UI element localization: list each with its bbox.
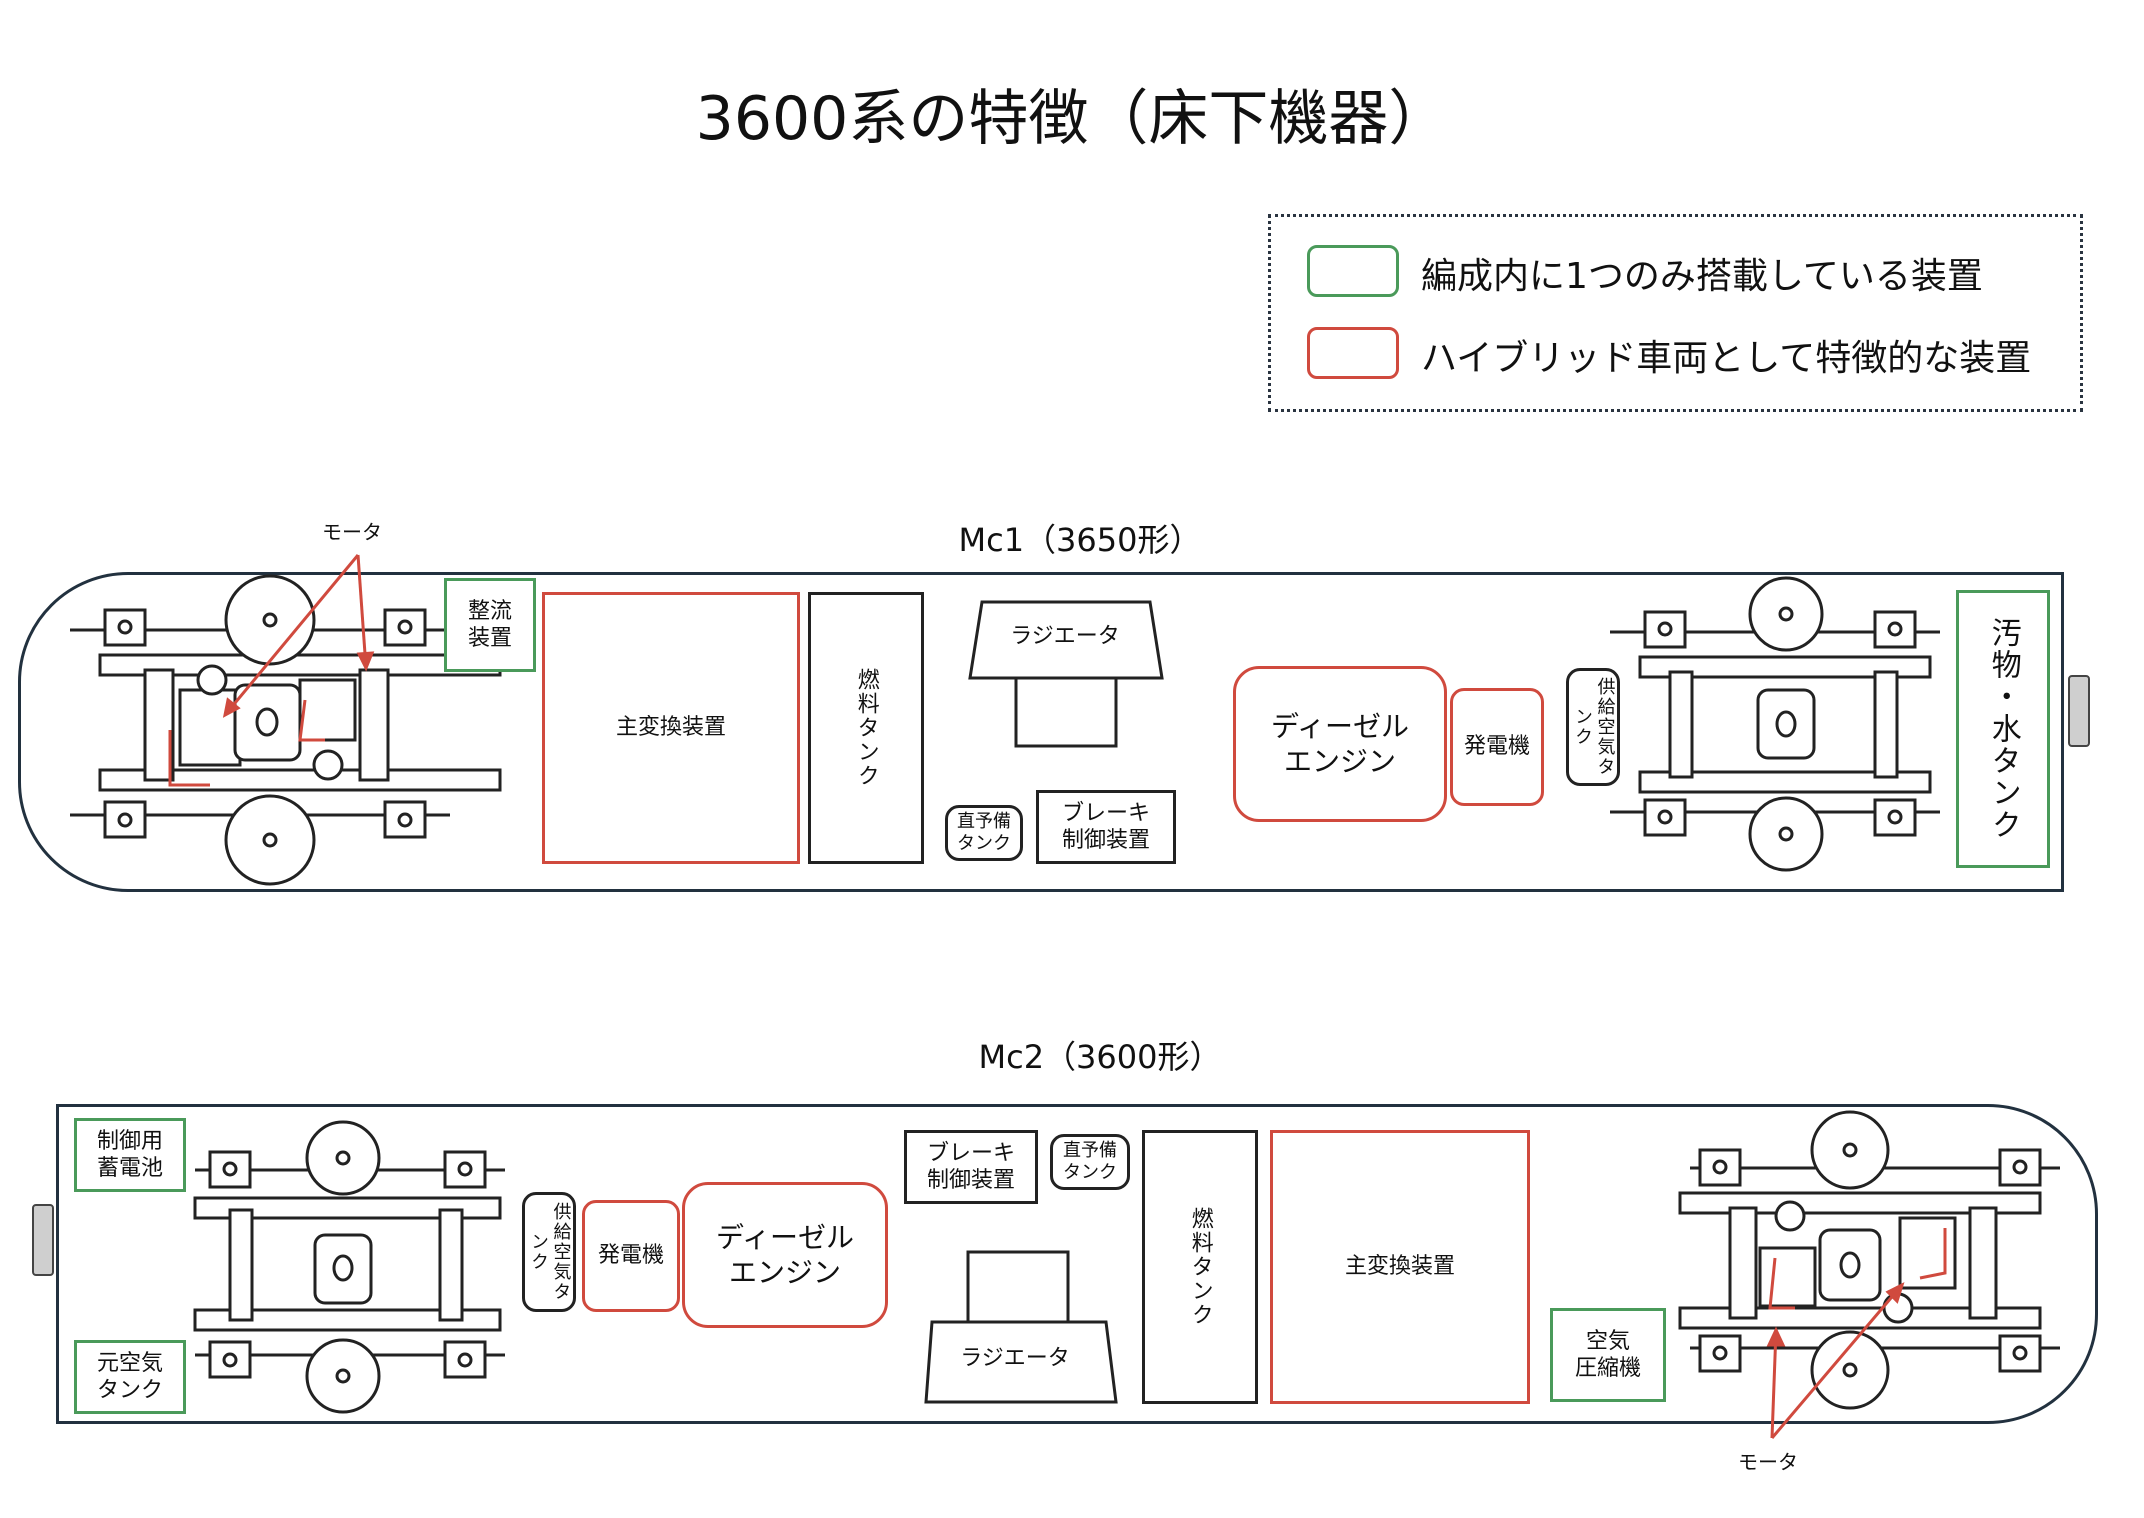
engine-label-line2: エンジン [1283, 745, 1396, 778]
generator-mc2: 発電機 [582, 1200, 680, 1312]
supply-air-tank-mc2: 供給空気タンク [522, 1192, 576, 1312]
supply-air-label: 供給空気タンク [1572, 677, 1616, 777]
legend-label-green: 編成内に1つのみ搭載している装置 [1421, 256, 1983, 297]
rectifier-mc1: 整流装置 [444, 578, 536, 672]
bogie-mc1-right [1610, 576, 1940, 872]
mainair-label-line2: タンク [96, 1378, 163, 1403]
motor-label-mc2: モータ [1738, 1450, 1798, 1474]
direct-label-line2: タンク [957, 833, 1011, 854]
car-label-mc1: Mc1（3650形） [958, 521, 1202, 559]
fuel-tank-label-mc2: 燃料タンク [1187, 1207, 1213, 1327]
brake-label-line1: ブレーキ [1061, 800, 1150, 826]
compressor-label-line2: 圧縮機 [1574, 1356, 1641, 1381]
air-compressor-mc2: 空気圧縮機 [1550, 1308, 1666, 1402]
radiator-label-mc1: ラジエータ [1010, 624, 1120, 649]
legend: 編成内に1つのみ搭載している装置 ハイブリッド車両として特徴的な装置 [1268, 214, 2083, 412]
direct-reserve-tank-mc2: 直予備タンク [1050, 1134, 1130, 1190]
battery-label-line1: 制御用 [96, 1128, 163, 1154]
brake-label-line2: 制御装置 [1061, 828, 1150, 853]
car-label-mc2: Mc2（3600形） [978, 1038, 1222, 1076]
fuel-tank-mc2: 燃料タンク [1142, 1130, 1258, 1404]
page-title: 3600系の特徴（床下機器） [695, 84, 1449, 154]
diesel-engine-mc1: ディーゼルエンジン [1233, 666, 1447, 822]
direct-reserve-tank-mc1: 直予備タンク [945, 805, 1023, 861]
radiator-mc2 [924, 1250, 1118, 1404]
main-converter-mc1: 主変換装置 [542, 592, 800, 864]
mainair-label-line1: 元空気 [96, 1350, 163, 1376]
engine2-label-line2: エンジン [728, 1256, 841, 1289]
coupler-mc1 [2068, 675, 2090, 747]
rectifier-label-line1: 整流 [467, 598, 512, 624]
engine-label-line1: ディーゼル [1270, 710, 1410, 743]
main-converter-mc2: 主変換装置 [1270, 1130, 1530, 1404]
brake2-label-line2: 制御装置 [926, 1168, 1015, 1193]
bogie-mc1-left [70, 574, 502, 886]
legend-swatch-red [1307, 327, 1399, 379]
brake2-label-line1: ブレーキ [926, 1140, 1015, 1166]
diesel-engine-mc2: ディーゼルエンジン [682, 1182, 888, 1328]
waste-water-label: 汚物・水タンク [1985, 617, 2021, 841]
direct-label-line1: 直予備 [957, 810, 1011, 832]
legend-swatch-green [1307, 245, 1399, 297]
main-air-tank-mc2: 元空気タンク [74, 1340, 186, 1414]
fuel-tank-mc1: 燃料タンク [808, 592, 924, 864]
brake-control-mc1: ブレーキ制御装置 [1036, 790, 1176, 864]
waste-water-tank-mc1: 汚物・水タンク [1956, 590, 2050, 868]
bogie-mc2-right [1678, 1110, 2060, 1410]
direct2-label-line1: 直予備 [1063, 1139, 1117, 1161]
control-battery-mc2: 制御用蓄電池 [74, 1118, 186, 1192]
legend-label-red: ハイブリッド車両として特徴的な装置 [1421, 338, 2032, 379]
direct2-label-line2: タンク [1063, 1162, 1117, 1183]
supply-air-label-mc2: 供給空気タンク [528, 1202, 572, 1302]
coupler-mc2 [32, 1204, 54, 1276]
engine2-label-line1: ディーゼル [715, 1221, 855, 1254]
generator-mc1: 発電機 [1450, 688, 1544, 806]
fuel-tank-label: 燃料タンク [853, 668, 879, 788]
bogie-mc2-left [193, 1120, 505, 1414]
radiator-label-mc2: ラジエータ [960, 1346, 1070, 1371]
supply-air-tank-mc1: 供給空気タンク [1566, 668, 1620, 786]
motor-label-mc1: モータ [322, 520, 382, 544]
brake-control-mc2: ブレーキ制御装置 [904, 1130, 1038, 1204]
battery-label-line2: 蓄電池 [96, 1156, 163, 1181]
radiator-mc1 [968, 600, 1164, 748]
compressor-label-line1: 空気 [1585, 1328, 1630, 1354]
rectifier-label-line2: 装置 [467, 626, 512, 651]
